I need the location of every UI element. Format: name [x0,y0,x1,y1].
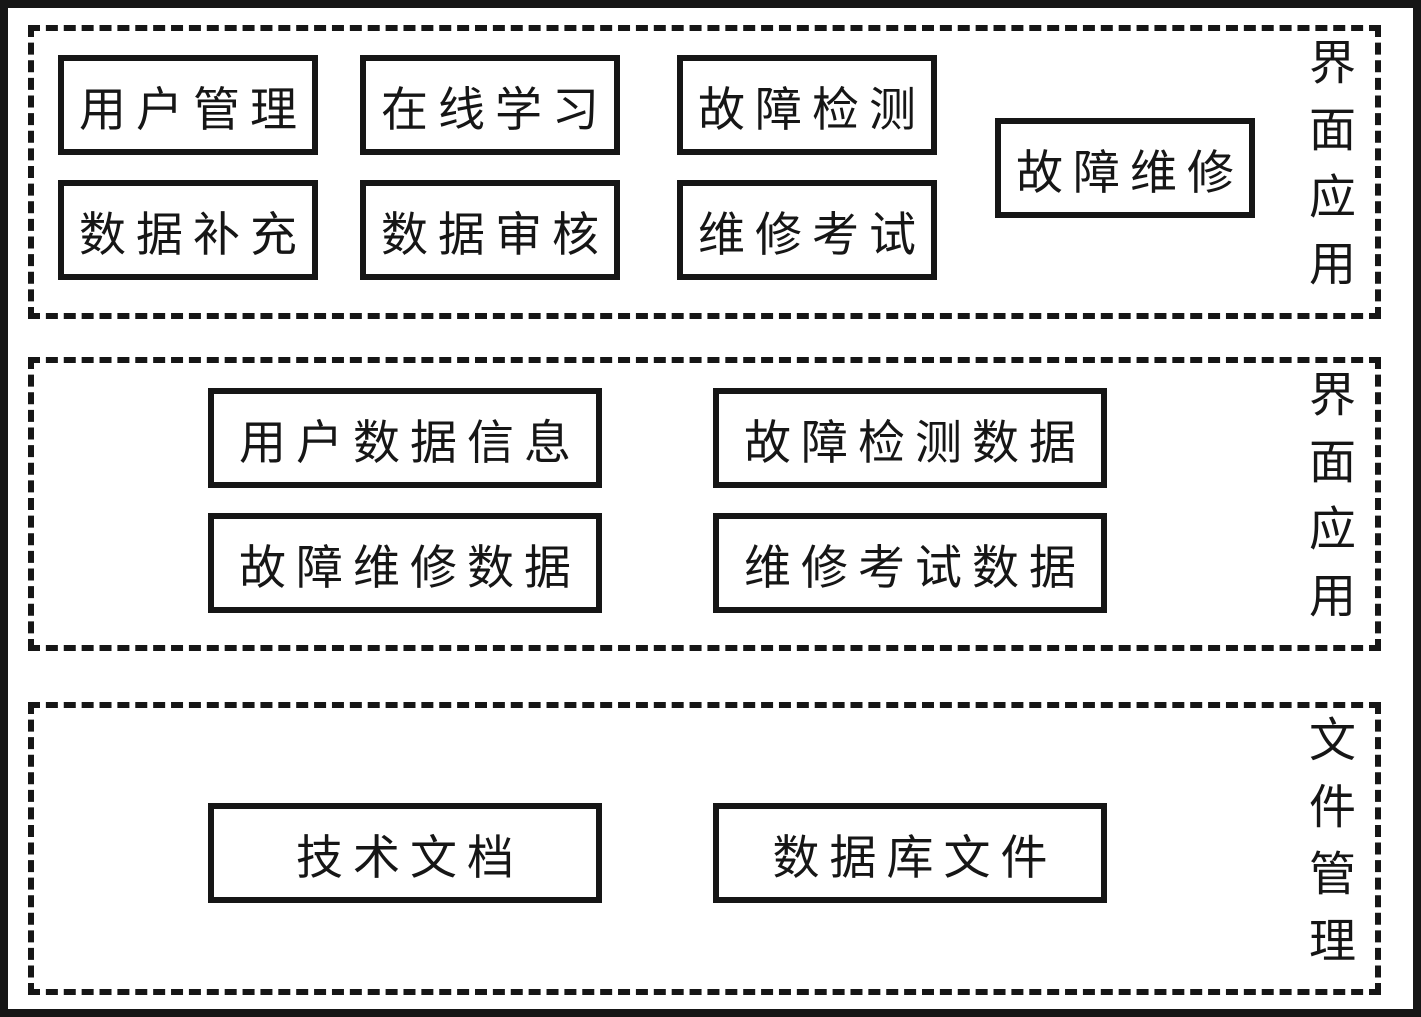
panel-interface-application-datasets: 用户数据信息 故障检测数据 故障维修数据 维修考试数据 界面应用 [28,357,1381,651]
module-box-repair-exam: 维修考试 [677,180,937,280]
panel-side-label-file-management: 文件管理 [1301,714,1353,983]
file-box-database-files: 数据库文件 [713,803,1107,903]
data-box-fault-repair-data: 故障维修数据 [208,513,602,613]
panel-file-management: 技术文档 数据库文件 文件管理 [28,702,1381,995]
module-box-data-supplement: 数据补充 [58,180,318,280]
panel-side-label-interface-application: 界面应用 [1301,38,1353,306]
data-box-user-data-info: 用户数据信息 [208,388,602,488]
data-box-repair-exam-data: 维修考试数据 [713,513,1107,613]
data-box-fault-detection-data: 故障检测数据 [713,388,1107,488]
module-box-user-management: 用户管理 [58,55,318,155]
file-box-technical-documents: 技术文档 [208,803,602,903]
module-box-fault-repair: 故障维修 [995,118,1255,218]
panel-side-label-interface-application-2: 界面应用 [1301,370,1353,638]
module-box-data-review: 数据审核 [360,180,620,280]
panel-interface-application-modules: 用户管理 在线学习 故障检测 故障维修 数据补充 数据审核 维修考试 界面应用 [28,25,1381,319]
module-box-online-learning: 在线学习 [360,55,620,155]
module-box-fault-detection: 故障检测 [677,55,937,155]
